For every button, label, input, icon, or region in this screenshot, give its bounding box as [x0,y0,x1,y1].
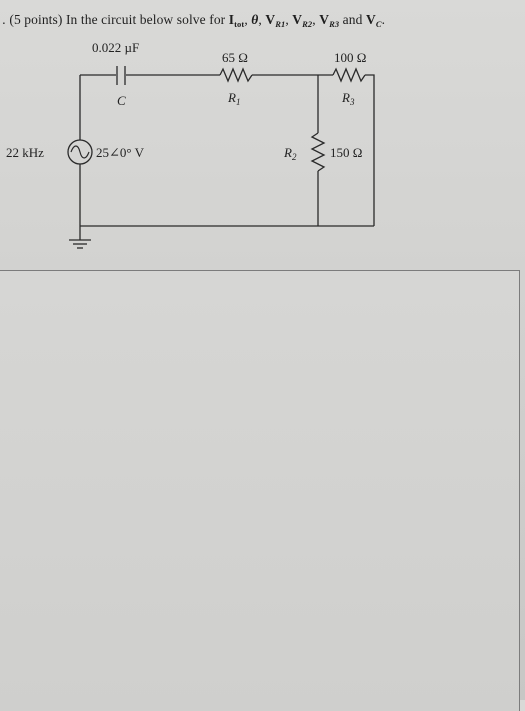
r3-value-label: 100 Ω [334,50,366,65]
capacitor-name-label: C [117,93,126,108]
source-frequency-label: 22 kHz [6,145,44,160]
vr2-symbol: VR2 [292,12,313,29]
sine-wave-icon [70,145,90,159]
points-label: (5 points) [9,12,63,27]
answer-box[interactable] [0,270,520,711]
r2-resistor [310,132,326,172]
problem-text: In the circuit below solve for [62,12,229,27]
right-wire [365,74,375,226]
r3-name-label: R3 [341,90,355,107]
capacitor-value-label: 0.022 µF [92,40,139,55]
r3-resistor [332,67,366,83]
vc-symbol: VC [365,12,382,29]
r2-value-label: 150 Ω [330,145,362,160]
r2-name-label: R2 [283,145,297,162]
source-value-label: 25∠0° V [96,145,145,160]
vr3-symbol: VR3 [319,12,340,29]
vr1-symbol: VR1 [265,12,286,29]
problem-statement: . (5 points) In the circuit below solve … [2,12,386,29]
r1-resistor [219,67,253,83]
itot-symbol: Itot [228,12,245,29]
problem-bullet: . [2,12,6,27]
r1-name-label: R1 [227,90,240,107]
circuit-diagram: 0.022 µF C 65 Ω R1 100 Ω R3 R2 150 Ω 22 … [6,40,375,249]
theta-symbol: θ [251,12,259,27]
ac-source-icon [67,139,93,165]
r1-value-label: 65 Ω [222,50,248,65]
